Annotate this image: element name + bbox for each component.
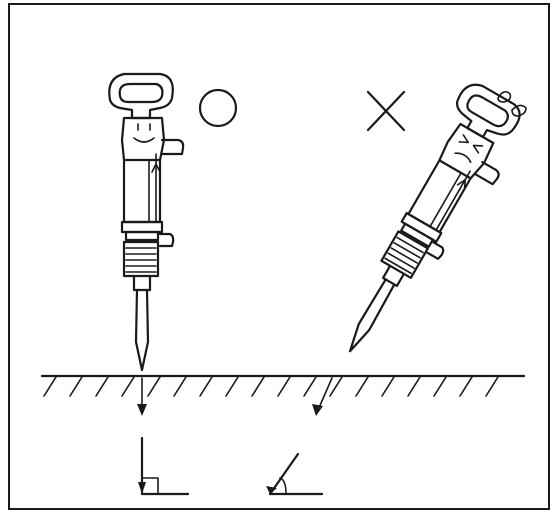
vertical-force-arrow-icon [137, 377, 147, 416]
breaker-vertical-correct [108, 72, 185, 372]
troubled-face-icon [454, 134, 484, 164]
sweat-drops-icon [497, 90, 527, 117]
right-angle-symbol-icon [138, 436, 190, 496]
smiling-face-icon [133, 123, 155, 143]
ground-surface [40, 374, 526, 397]
oblique-force-arrow-icon [312, 377, 333, 416]
oblique-angle-symbol-icon [266, 452, 324, 496]
illustration-frame [8, 3, 550, 510]
circle-mark-icon [198, 88, 238, 128]
breaker-tilted-incorrect [348, 83, 521, 353]
cross-mark-icon [366, 90, 406, 132]
